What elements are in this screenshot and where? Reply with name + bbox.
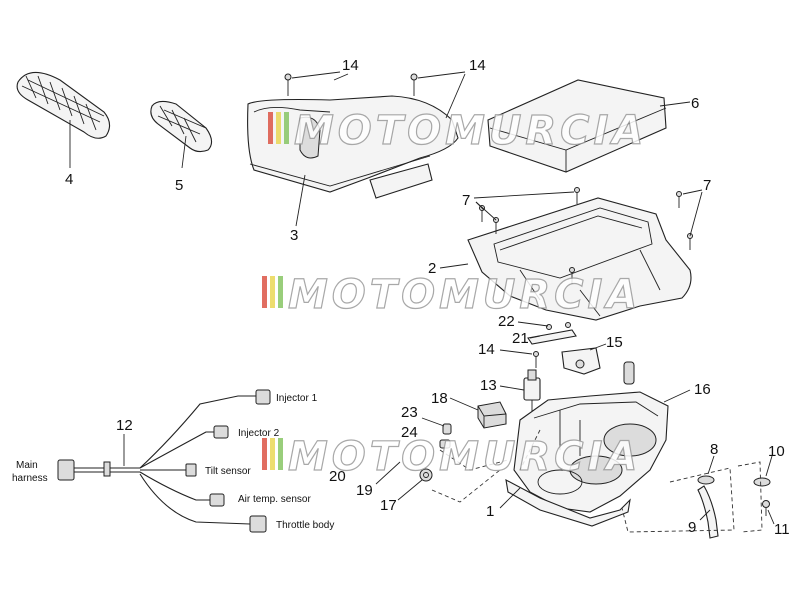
part-4-intake-grille	[16, 71, 111, 139]
callout-15: 15	[606, 334, 623, 351]
part-2-airbox-housing	[467, 197, 692, 321]
screw-14-left	[284, 73, 292, 96]
callout-10: 10	[768, 443, 785, 460]
callout-6: 6	[691, 95, 699, 112]
callout-17: 17	[380, 497, 397, 514]
callout-21: 21	[512, 330, 529, 347]
part-22-21-bracket	[527, 322, 577, 345]
callout-14-top-right: 14	[469, 57, 486, 74]
callout-22: 22	[498, 313, 515, 330]
label-injector-1: Injector 1	[276, 393, 318, 404]
watermark-middle: MOTOMURCIA	[262, 271, 641, 319]
callout-16: 16	[694, 381, 711, 398]
callout-8: 8	[710, 441, 718, 458]
callout-12: 12	[116, 417, 133, 434]
label-air-temp-sensor: Air temp. sensor	[238, 494, 311, 505]
callout-20: 20	[329, 468, 346, 485]
watermark-text-top: MOTOMURCIA	[294, 108, 647, 154]
part-1-lower-tray	[505, 478, 631, 527]
label-main-harness-2: harness	[12, 473, 48, 484]
label-throttle-body: Throttle body	[276, 520, 334, 531]
callout-13: 13	[480, 377, 497, 394]
callout-19: 19	[356, 482, 373, 499]
label-injector-2: Injector 2	[238, 428, 280, 439]
screws-7	[479, 187, 693, 284]
part-6-air-filter	[487, 79, 667, 173]
callout-7-right: 7	[703, 177, 711, 194]
callout-7-left: 7	[462, 192, 470, 209]
part-23-24-fasteners	[439, 423, 452, 449]
part-16-airbox-base	[513, 361, 669, 513]
part-17-grommet	[419, 468, 433, 482]
part-8-9-drain-hose	[697, 475, 719, 539]
callout-18: 18	[431, 390, 448, 407]
callout-11: 11	[774, 521, 790, 538]
callout-24: 24	[401, 424, 418, 441]
part-10-11-clip	[753, 477, 771, 516]
label-main-harness-1: Main	[16, 460, 38, 471]
part-3-airbox-cover	[247, 95, 459, 199]
callout-2: 2	[428, 260, 436, 277]
callout-9: 9	[688, 519, 696, 536]
watermark-top: MOTOMURCIA	[268, 107, 647, 155]
callout-5: 5	[175, 177, 183, 194]
screw-14-right	[410, 73, 418, 96]
watermark-text-bottom: MOTOMURCIA	[288, 434, 641, 480]
callout-14-top-left: 14	[342, 57, 359, 74]
part-12-wiring-harness	[57, 389, 271, 533]
part-15-sensor-bracket	[561, 347, 601, 375]
part-5-intake-mesh	[150, 100, 213, 153]
callout-4: 4	[65, 171, 73, 188]
part-13-sensor	[523, 369, 541, 412]
callout-23: 23	[401, 404, 418, 421]
part-18-relay-block	[477, 401, 507, 429]
callout-14-lower: 14	[478, 341, 495, 358]
callout-1: 1	[486, 503, 494, 520]
screw-14-lower	[533, 351, 539, 368]
watermark-text-middle: MOTOMURCIA	[288, 272, 641, 318]
label-tilt-sensor: Tilt sensor	[205, 466, 251, 477]
callout-3: 3	[290, 227, 298, 244]
watermark-bottom: MOTOMURCIA	[262, 433, 641, 481]
